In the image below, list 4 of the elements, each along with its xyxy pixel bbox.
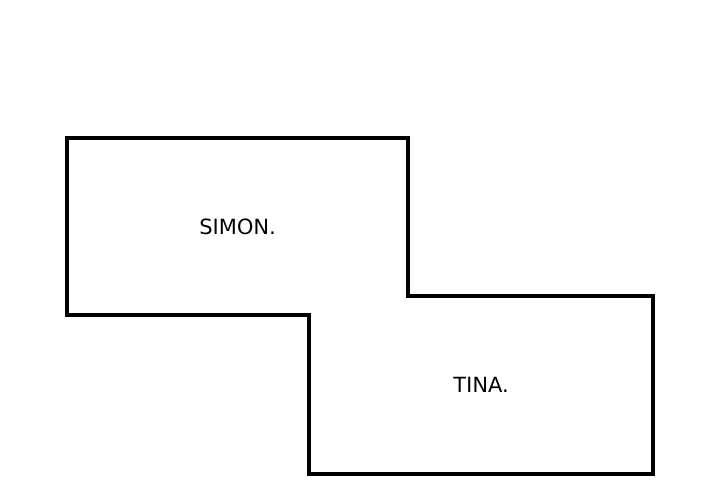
comic-panel [309, 296, 653, 474]
comic-panel [67, 138, 408, 315]
caption-text: SIMON. [199, 214, 276, 238]
caption-text: TINA. [453, 373, 509, 397]
